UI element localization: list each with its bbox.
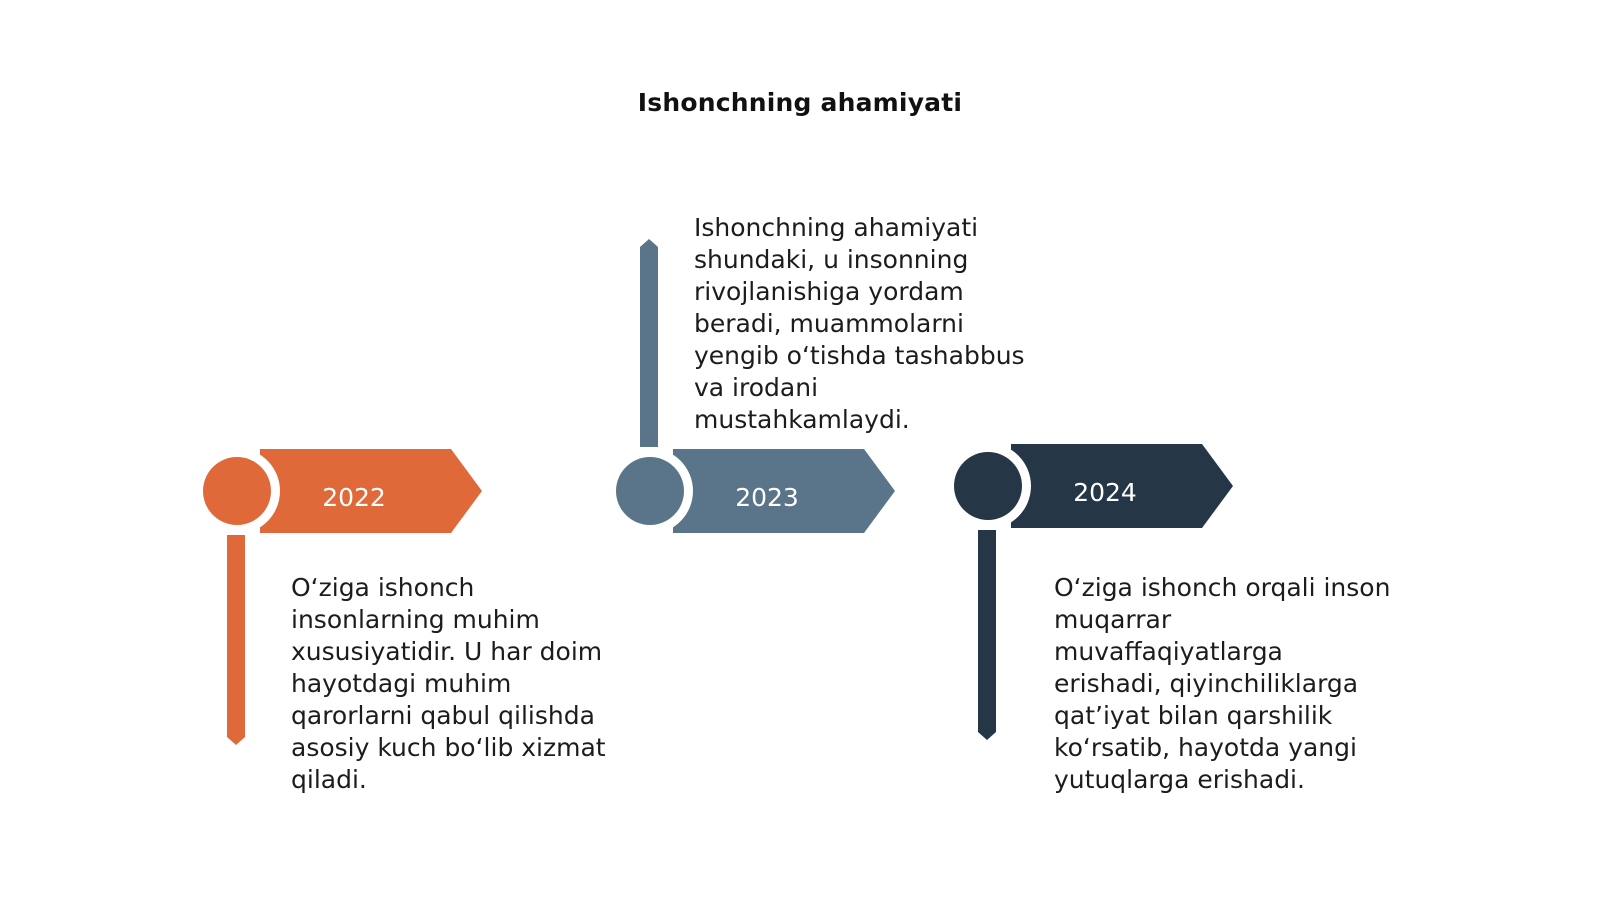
timeline-milestone-2022: 2022 — [194, 448, 482, 745]
marker-dot — [954, 452, 1022, 520]
year-label: 2024 — [1073, 478, 1137, 507]
connector-stem — [227, 535, 245, 745]
milestone-2023-description: Ishonchning ahamiyati shundaki, u insonn… — [694, 213, 1025, 434]
marker-dot — [616, 457, 684, 525]
year-arrow-banner — [1011, 444, 1233, 528]
connector-stem — [640, 239, 658, 447]
year-arrow-banner — [260, 449, 482, 533]
connector-stem — [978, 530, 996, 740]
year-arrow-banner — [673, 449, 895, 533]
marker-dot — [203, 457, 271, 525]
year-label: 2022 — [322, 483, 386, 512]
year-label: 2023 — [735, 483, 799, 512]
milestone-2022-description: O‘ziga ishonch insonlarning muhim xususi… — [291, 573, 606, 794]
timeline-milestone-2024: 2024 — [945, 443, 1233, 740]
page-title: Ishonchning ahamiyati — [637, 88, 963, 117]
milestone-2024-description: O‘ziga ishonch orqali inson muqarrar muv… — [1054, 573, 1391, 794]
timeline-milestone-2023: 2023 — [607, 239, 895, 534]
